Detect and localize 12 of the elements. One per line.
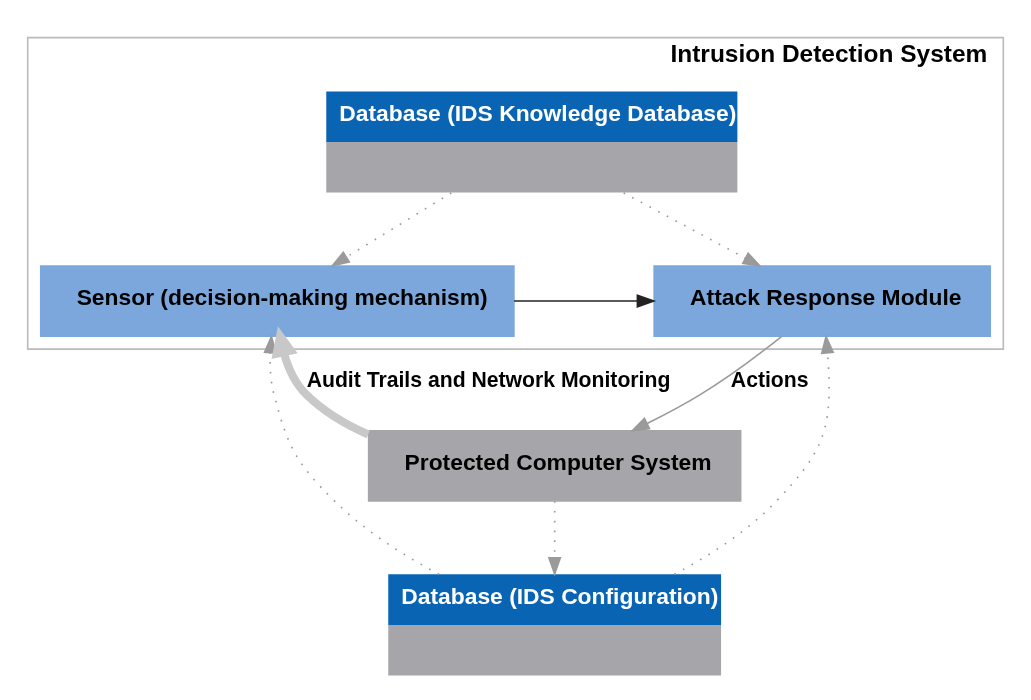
- arrow: [622, 192, 762, 268]
- arrow: [673, 334, 835, 576]
- arrow: [547, 500, 562, 577]
- node-box: Attack Response Module: [653, 265, 992, 337]
- arrow: [513, 294, 657, 308]
- edge-label: Audit Trails and Network Monitoring: [306, 368, 671, 392]
- node-box: Protected Computer System: [367, 429, 742, 502]
- arrow: [630, 335, 783, 432]
- edge-label: Actions: [730, 368, 809, 392]
- arrow: [271, 326, 370, 439]
- node-box: Sensor (decision-making mechanism): [39, 265, 515, 337]
- arrow: [330, 192, 453, 267]
